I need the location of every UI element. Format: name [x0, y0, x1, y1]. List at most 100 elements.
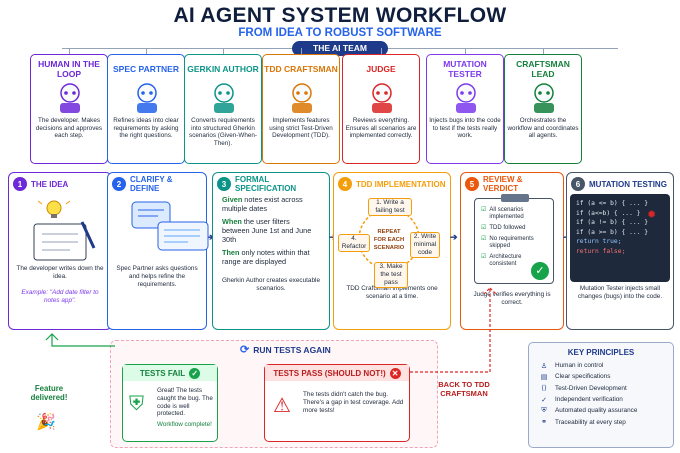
stage-desc: Gherkin Author creates executable scenar… — [221, 277, 321, 292]
run-tests-label: RUN TESTS AGAIN — [253, 344, 331, 355]
principle-item: ⛨Automated quality assurance — [529, 405, 673, 416]
team-card-name: GERKIN AUTHOR — [187, 64, 259, 74]
stage-title: REVIEW & VERDICT — [483, 175, 523, 193]
team-card-name: CRAFTSMAN LEAD — [516, 59, 570, 79]
key-principles-panel: KEY PRINCIPLES ♙Human in control▤Clear s… — [528, 342, 674, 448]
principle-label: Clear specifications — [555, 373, 611, 381]
stage-desc: Mutation Tester injects small changes (b… — [577, 285, 663, 300]
code-line: if (a != b) { ... } — [576, 219, 649, 226]
tdd-step-2: 2. Write minimal code — [410, 232, 440, 258]
back-to-tdd-label: BACK TO TDD CRAFTSMAN — [438, 380, 490, 398]
clipboard-clip — [501, 194, 529, 202]
checklist-label: No requirements skipped — [489, 236, 534, 249]
team-tick — [543, 48, 544, 56]
checklist-item: ☑TDD followed — [481, 225, 535, 232]
key-principles-title: KEY PRINCIPLES — [567, 348, 635, 357]
principle-item: ✓Independent verification — [529, 394, 673, 405]
checkbox-icon: ☑ — [481, 254, 487, 260]
delivered-arrow — [45, 333, 115, 347]
workflow-complete-note: Workflow complete! — [157, 421, 212, 428]
principle-item: ⟨⟩Test-Driven Development — [529, 383, 673, 394]
approved-check-icon: ✓ — [531, 262, 549, 280]
team-card-name: JUDGE — [366, 64, 396, 74]
tests-pass-title-row: TESTS PASS (SHOULD NOT!) ✕ — [265, 365, 409, 381]
checklist-label: Architecture consistent — [489, 254, 522, 267]
checklist-item: ☑All scenarios implemented — [481, 207, 535, 221]
robot-icon — [448, 82, 484, 119]
refresh-icon: ⟳ — [240, 344, 250, 356]
checkbox-icon: ☑ — [481, 225, 487, 231]
code-line: return false; — [576, 247, 626, 255]
chat-illustration — [128, 196, 218, 260]
team-card-desc: Converts requirements into structured Gh… — [189, 117, 257, 147]
page-subtitle: FROM IDEA TO ROBUST SOFTWARE — [238, 27, 442, 39]
stage-header: 1 THE IDEA — [9, 173, 111, 191]
stage-header: 3 FORMAL SPECIFICATION — [213, 173, 329, 193]
page-title: AI AGENT SYSTEM WORKFLOW — [173, 4, 507, 27]
principle-item: ⚭Traceability at every step — [529, 416, 673, 427]
code-line: if (a <= b) { ... } — [576, 200, 649, 207]
team-tick — [381, 48, 382, 56]
team-tick — [223, 48, 224, 56]
tests-fail-text: Great! The tests caught the bug. The cod… — [157, 387, 213, 418]
robot-icon — [284, 82, 320, 119]
principle-label: Traceability at every step — [555, 418, 626, 426]
gherkin-step: When the user filters between June 1st a… — [222, 217, 318, 244]
team-card-name: TDD CRAFTSMAN — [264, 64, 338, 74]
checklist-item: ☑Architecture consistent — [481, 254, 535, 268]
tests-pass-title: TESTS PASS (SHOULD NOT!) — [273, 368, 386, 378]
team-card: GERKIN AUTHOR Converts requirements into… — [184, 54, 262, 164]
stage-title: CLARIFY & DEFINE — [130, 175, 173, 193]
developer-icon — [52, 82, 88, 119]
principle-item: ♙Human in control — [529, 360, 673, 371]
stage-header: 6 MUTATION TESTING — [567, 173, 673, 191]
bug-icon: ✹ — [647, 209, 657, 221]
code-line: return true; — [576, 238, 622, 245]
party-popper-icon: 🎉 — [36, 414, 56, 431]
tests-fail-title-row: TESTS FAIL ✓ — [123, 365, 217, 381]
shield-icon: ⛨ — [541, 406, 547, 414]
stage-title: TDD IMPLEMENTATION — [356, 179, 446, 189]
x-icon: ✕ — [389, 367, 401, 379]
tdd-step-4: 4. Refactor — [338, 234, 370, 252]
gherkin-text: the user filters between June 1st and Ju… — [222, 217, 312, 244]
stage-header: 2 CLARIFY & DEFINE — [108, 173, 206, 193]
run-tests-header: ⟳ RUN TESTS AGAIN — [240, 343, 360, 356]
stage-arrow: ➔ — [206, 232, 214, 242]
stage-desc: TDD Craftsman implements one scenario at… — [346, 285, 438, 300]
stage-header: 5 REVIEW & VERDICT — [461, 173, 563, 193]
team-card: HUMAN IN THE LOOP The developer. Makes d… — [30, 54, 108, 164]
stage-number: 3 — [217, 177, 231, 191]
gherkin-text: notes exist across multiple dates — [222, 195, 303, 213]
team-tick — [301, 48, 302, 56]
tests-fail-box: TESTS FAIL ✓ ⛨ Great! The tests caught t… — [122, 364, 218, 442]
principle-label: Human in control — [555, 362, 604, 370]
tdd-center-label: REPEAT FOR EACH SCENARIO — [373, 229, 405, 251]
team-tick — [69, 48, 70, 56]
stage-arrow: ➔ — [450, 232, 458, 242]
warning-icon: ⚠ — [273, 395, 291, 417]
tests-pass-box: TESTS PASS (SHOULD NOT!) ✕ ⚠ The tests d… — [264, 364, 410, 442]
stage-number: 6 — [571, 177, 585, 191]
checklist-label: TDD followed — [489, 225, 526, 231]
gherkin-keyword: Given — [222, 195, 243, 204]
back-arrow — [410, 286, 497, 373]
robot-icon — [206, 82, 242, 119]
tdd-step-3: 3. Make the test pass — [374, 262, 408, 288]
code-line: if (a<=b) { ... } — [576, 209, 641, 217]
feature-delivered-label: Feature delivered! — [30, 384, 68, 402]
stage-number: 2 — [112, 177, 126, 191]
notebook-icon — [33, 200, 96, 261]
robot-icon — [364, 82, 400, 119]
stage-title: THE IDEA — [31, 179, 69, 189]
code-icon: ⟨⟩ — [541, 385, 547, 393]
team-card-desc: Injects bugs into the code to test if th… — [429, 117, 501, 140]
clipboard: ☑All scenarios implemented☑TDD followed☑… — [474, 194, 554, 284]
shield-icon: ⛨ — [129, 393, 144, 415]
stage-card: 2 CLARIFY & DEFINE Spec Partner asks que… — [107, 172, 207, 330]
checkbox-icon: ☑ — [481, 236, 487, 242]
checklist-label: All scenarios implemented — [489, 207, 524, 220]
team-card-desc: Refines ideas into clear requirements by… — [113, 117, 179, 140]
gherkin-keyword: When — [222, 217, 242, 226]
gherkin-text: only notes within that range are display… — [222, 248, 310, 266]
